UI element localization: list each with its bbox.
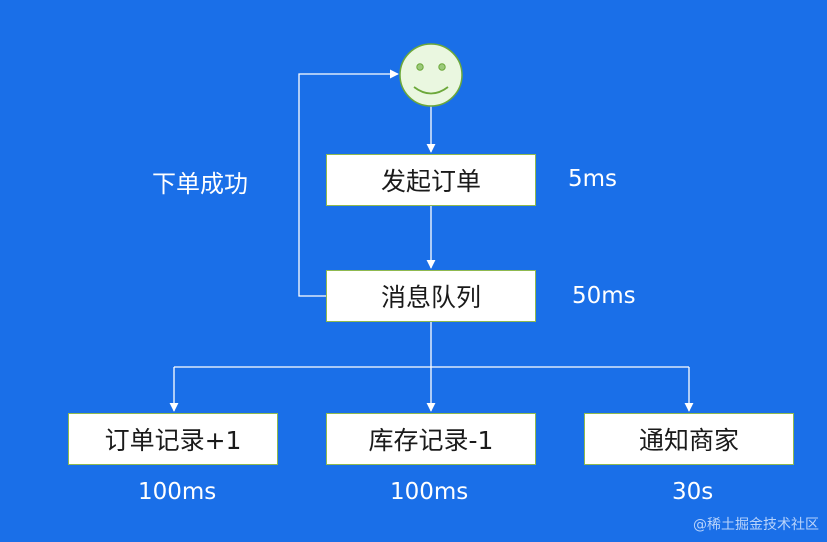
loop-label-order-success: 下单成功 [152, 170, 248, 198]
task-label-inventory-record: 库存记录-1 [368, 426, 494, 455]
timing-task-inventory-record: 100ms [390, 479, 469, 505]
order-step-box: 发起订单 [326, 154, 536, 206]
task-box-notify-merchant: 通知商家 [584, 413, 794, 465]
timing-task-order-record: 100ms [138, 479, 217, 505]
order-step-label: 发起订单 [380, 167, 481, 196]
timing-task-notify-merchant: 30s [672, 479, 714, 505]
task-label-order-record: 订单记录+1 [104, 426, 242, 455]
arrow-queue-to-user-loop [298, 69, 399, 297]
timing-order: 5ms [568, 166, 618, 192]
task-box-order-record: 订单记录+1 [68, 413, 278, 465]
task-box-inventory-record: 库存记录-1 [326, 413, 536, 465]
timing-queue: 50ms [572, 283, 636, 309]
task-label-notify-merchant: 通知商家 [638, 426, 739, 455]
smiley-face-icon [399, 43, 463, 107]
watermark: @稀土掘金技术社区 [693, 517, 819, 533]
queue-step-label: 消息队列 [380, 283, 481, 312]
queue-step-box: 消息队列 [326, 270, 536, 322]
